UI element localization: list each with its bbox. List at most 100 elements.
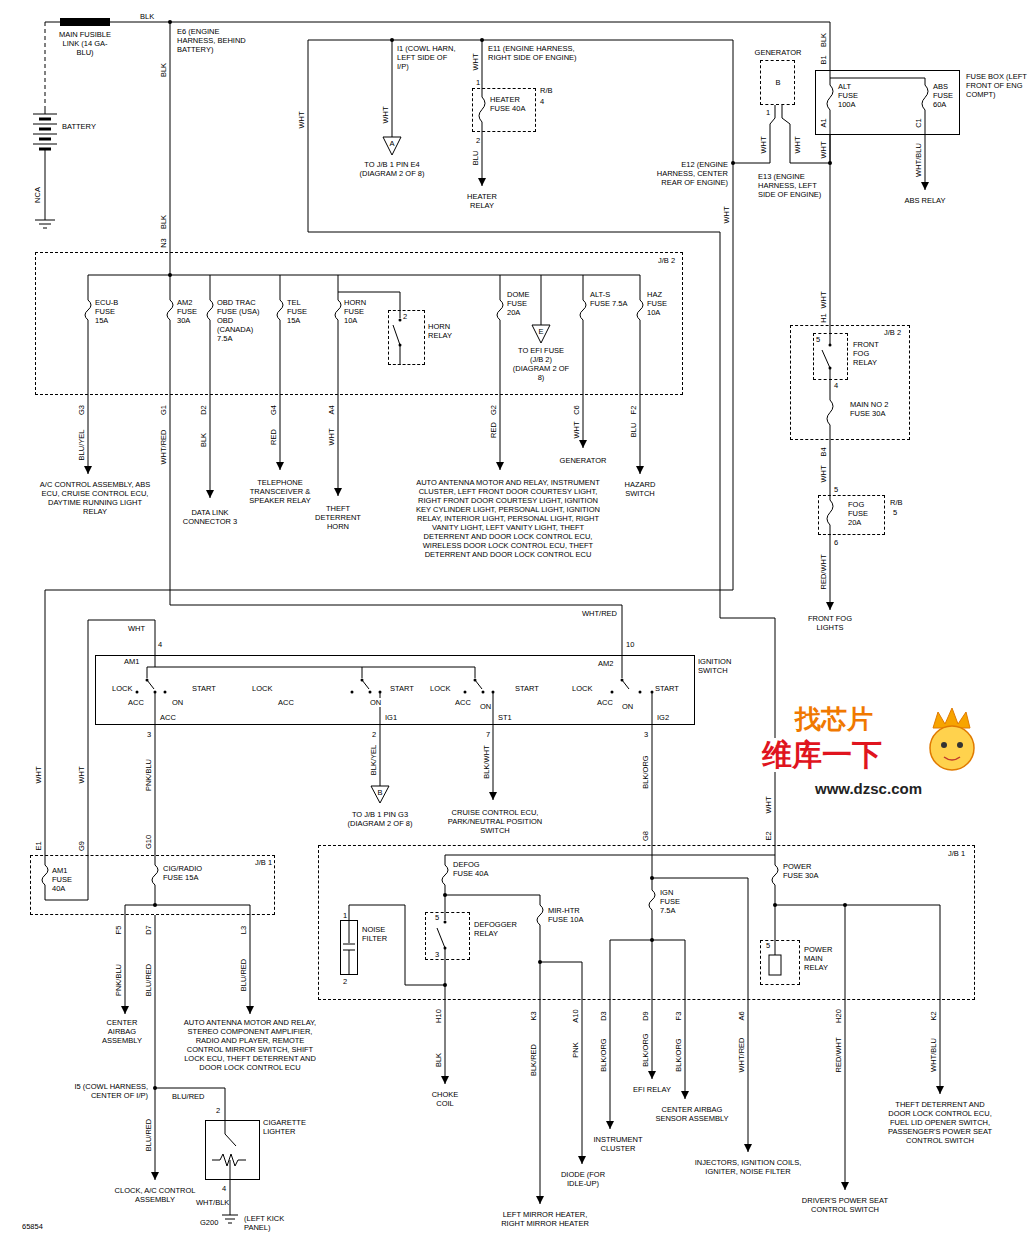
wire-label: BLK/WHT: [482, 745, 491, 778]
diagram-label: INSTRUMENT CLUSTER: [593, 1135, 643, 1153]
wire: [88, 252, 640, 275]
wire: [540, 925, 541, 1204]
wire: [125, 905, 126, 1014]
wire-label: G9: [77, 841, 86, 851]
diagram-label: ACC: [160, 713, 176, 722]
diagram-label: TO J/B 1 PIN E4 (DIAGRAM 2 OF 8): [357, 160, 427, 178]
wire-label: PNK/BLU: [114, 964, 123, 996]
wire: [170, 22, 171, 252]
wire-label: BLK/RED: [529, 1044, 538, 1076]
wire: [207, 275, 213, 395]
contact-dot: [136, 691, 139, 694]
wire-label: WHT: [327, 428, 336, 445]
wire-connector: [830, 135, 831, 325]
diagram-label: 10: [626, 640, 634, 649]
diagram-label: TO EFI FUSE (J/B 2) (DIAGRAM 2 OF 8): [511, 346, 571, 382]
diagram-label: (LEFT KICK PANEL): [244, 1214, 289, 1232]
wire-label: A4: [327, 405, 336, 414]
diagram-label: G200: [200, 1218, 218, 1227]
diagram-label: AM2: [598, 659, 613, 668]
diagram-label: E12 (ENGINE HARNESS, CENTER REAR OF ENGI…: [648, 160, 728, 187]
wire-label: BLU/RED: [239, 959, 248, 992]
wire: [250, 905, 251, 1014]
junction-dot: [650, 938, 654, 942]
node-text: POWER FUSE 30A: [783, 862, 819, 880]
node-title: DEFOGGER RELAY: [474, 920, 528, 938]
wire: [338, 292, 400, 365]
diagram-label: AUTO ANTENNA MOTOR AND RELAY, INSTRUMENT…: [413, 478, 603, 559]
wire-label: F3: [674, 1012, 683, 1021]
wire-label: K2: [929, 1011, 938, 1020]
wire-label: RED/WHT: [834, 1038, 843, 1073]
junction-dot: [650, 876, 654, 880]
node-text: DEFOG FUSE 40A: [453, 860, 489, 878]
diagram-label: A: [389, 139, 394, 148]
wire-label: WHT: [572, 421, 581, 438]
node-title: POWER MAIN RELAY: [804, 945, 840, 972]
diagram-label: ON: [172, 698, 183, 707]
wire: [640, 395, 641, 474]
wire: [42, 855, 88, 900]
wire: [210, 395, 211, 498]
wire-label: BLK: [159, 63, 168, 77]
wire-label: BLK/ORG: [599, 1038, 608, 1071]
wire: [155, 693, 652, 725]
wire-label: K3: [529, 1011, 538, 1020]
wire-label: D9: [641, 1011, 650, 1021]
wire-label: WHT: [297, 111, 306, 128]
wire: [637, 275, 643, 395]
diagram-label: BLU/RED: [172, 1092, 205, 1101]
contact-dot: [829, 367, 832, 370]
junction-block: J/B 1AM1 FUSE 40ACIG/RADIO FUSE 15A: [30, 855, 275, 915]
diagram-label: ACC: [278, 698, 294, 707]
wire-label: WHT/RED: [159, 430, 168, 465]
node-text: IGN FUSE 7.5A: [660, 888, 694, 915]
diagram-label: FRONT FOG LIGHTS: [803, 614, 858, 632]
node-text: R/B: [890, 498, 903, 507]
diagram-label: A/C CONTROL ASSEMBLY, ABS ECU, CRUISE CO…: [35, 480, 155, 516]
wire: [85, 275, 91, 395]
wire-label: BLU: [629, 423, 638, 438]
junction-block: J/B 2MAIN NO 2 FUSE 30AFRONT FOG RELAY: [790, 325, 910, 440]
diagram-label: 4: [540, 97, 544, 106]
wire: [445, 948, 446, 1084]
wire: [610, 940, 611, 1129]
watermark-mascot: [933, 708, 970, 728]
node-title: J/B 2: [884, 328, 901, 337]
wire: [343, 920, 355, 975]
diagram-label: 1: [476, 78, 480, 87]
wire-label: RED/WHT: [819, 555, 828, 590]
node-title: NOISE FILTER: [362, 925, 398, 943]
watermark-mascot: [957, 742, 963, 748]
fusible-link: [60, 18, 110, 26]
diagram-label: 65854: [22, 1222, 43, 1231]
wire: [541, 275, 542, 325]
diagram-label: ACC: [455, 698, 471, 707]
diagram-label: 4: [834, 381, 838, 390]
wire-label: D3: [599, 1011, 608, 1021]
node-text: MIR-HTR FUSE 10A: [548, 906, 590, 924]
node-text: DOME FUSE 20A: [507, 290, 535, 317]
diagram-label: HEATER RELAY: [457, 192, 507, 210]
diagram-label: EFI RELAY: [633, 1085, 671, 1094]
node-text: ALT-S FUSE 7.5A: [590, 290, 628, 308]
diagram-label: 5: [834, 485, 838, 494]
diagram-label: E: [538, 327, 543, 336]
junction-dot: [390, 38, 394, 42]
diagram-label: 2: [403, 312, 407, 321]
wire-label: G10: [144, 835, 153, 849]
wire-label: BLK/ORG: [674, 1038, 683, 1071]
watermark: 找芯片: [795, 704, 873, 734]
contact-dot: [146, 679, 149, 682]
node-text: FUSE BOX (LEFT FRONT OF ENG COMPT): [966, 72, 1028, 99]
diagram-label: LOCK: [430, 684, 450, 693]
wire-label: A6: [737, 1011, 746, 1020]
diagram-label: 1: [766, 108, 770, 117]
node-title: J/B 1: [255, 858, 272, 867]
wire-label: BLK/YEL: [369, 745, 378, 775]
fusible-link: [60, 18, 110, 26]
wire: [822, 325, 833, 440]
diagram-label: GENERATOR: [560, 456, 607, 465]
wire: [493, 725, 494, 800]
